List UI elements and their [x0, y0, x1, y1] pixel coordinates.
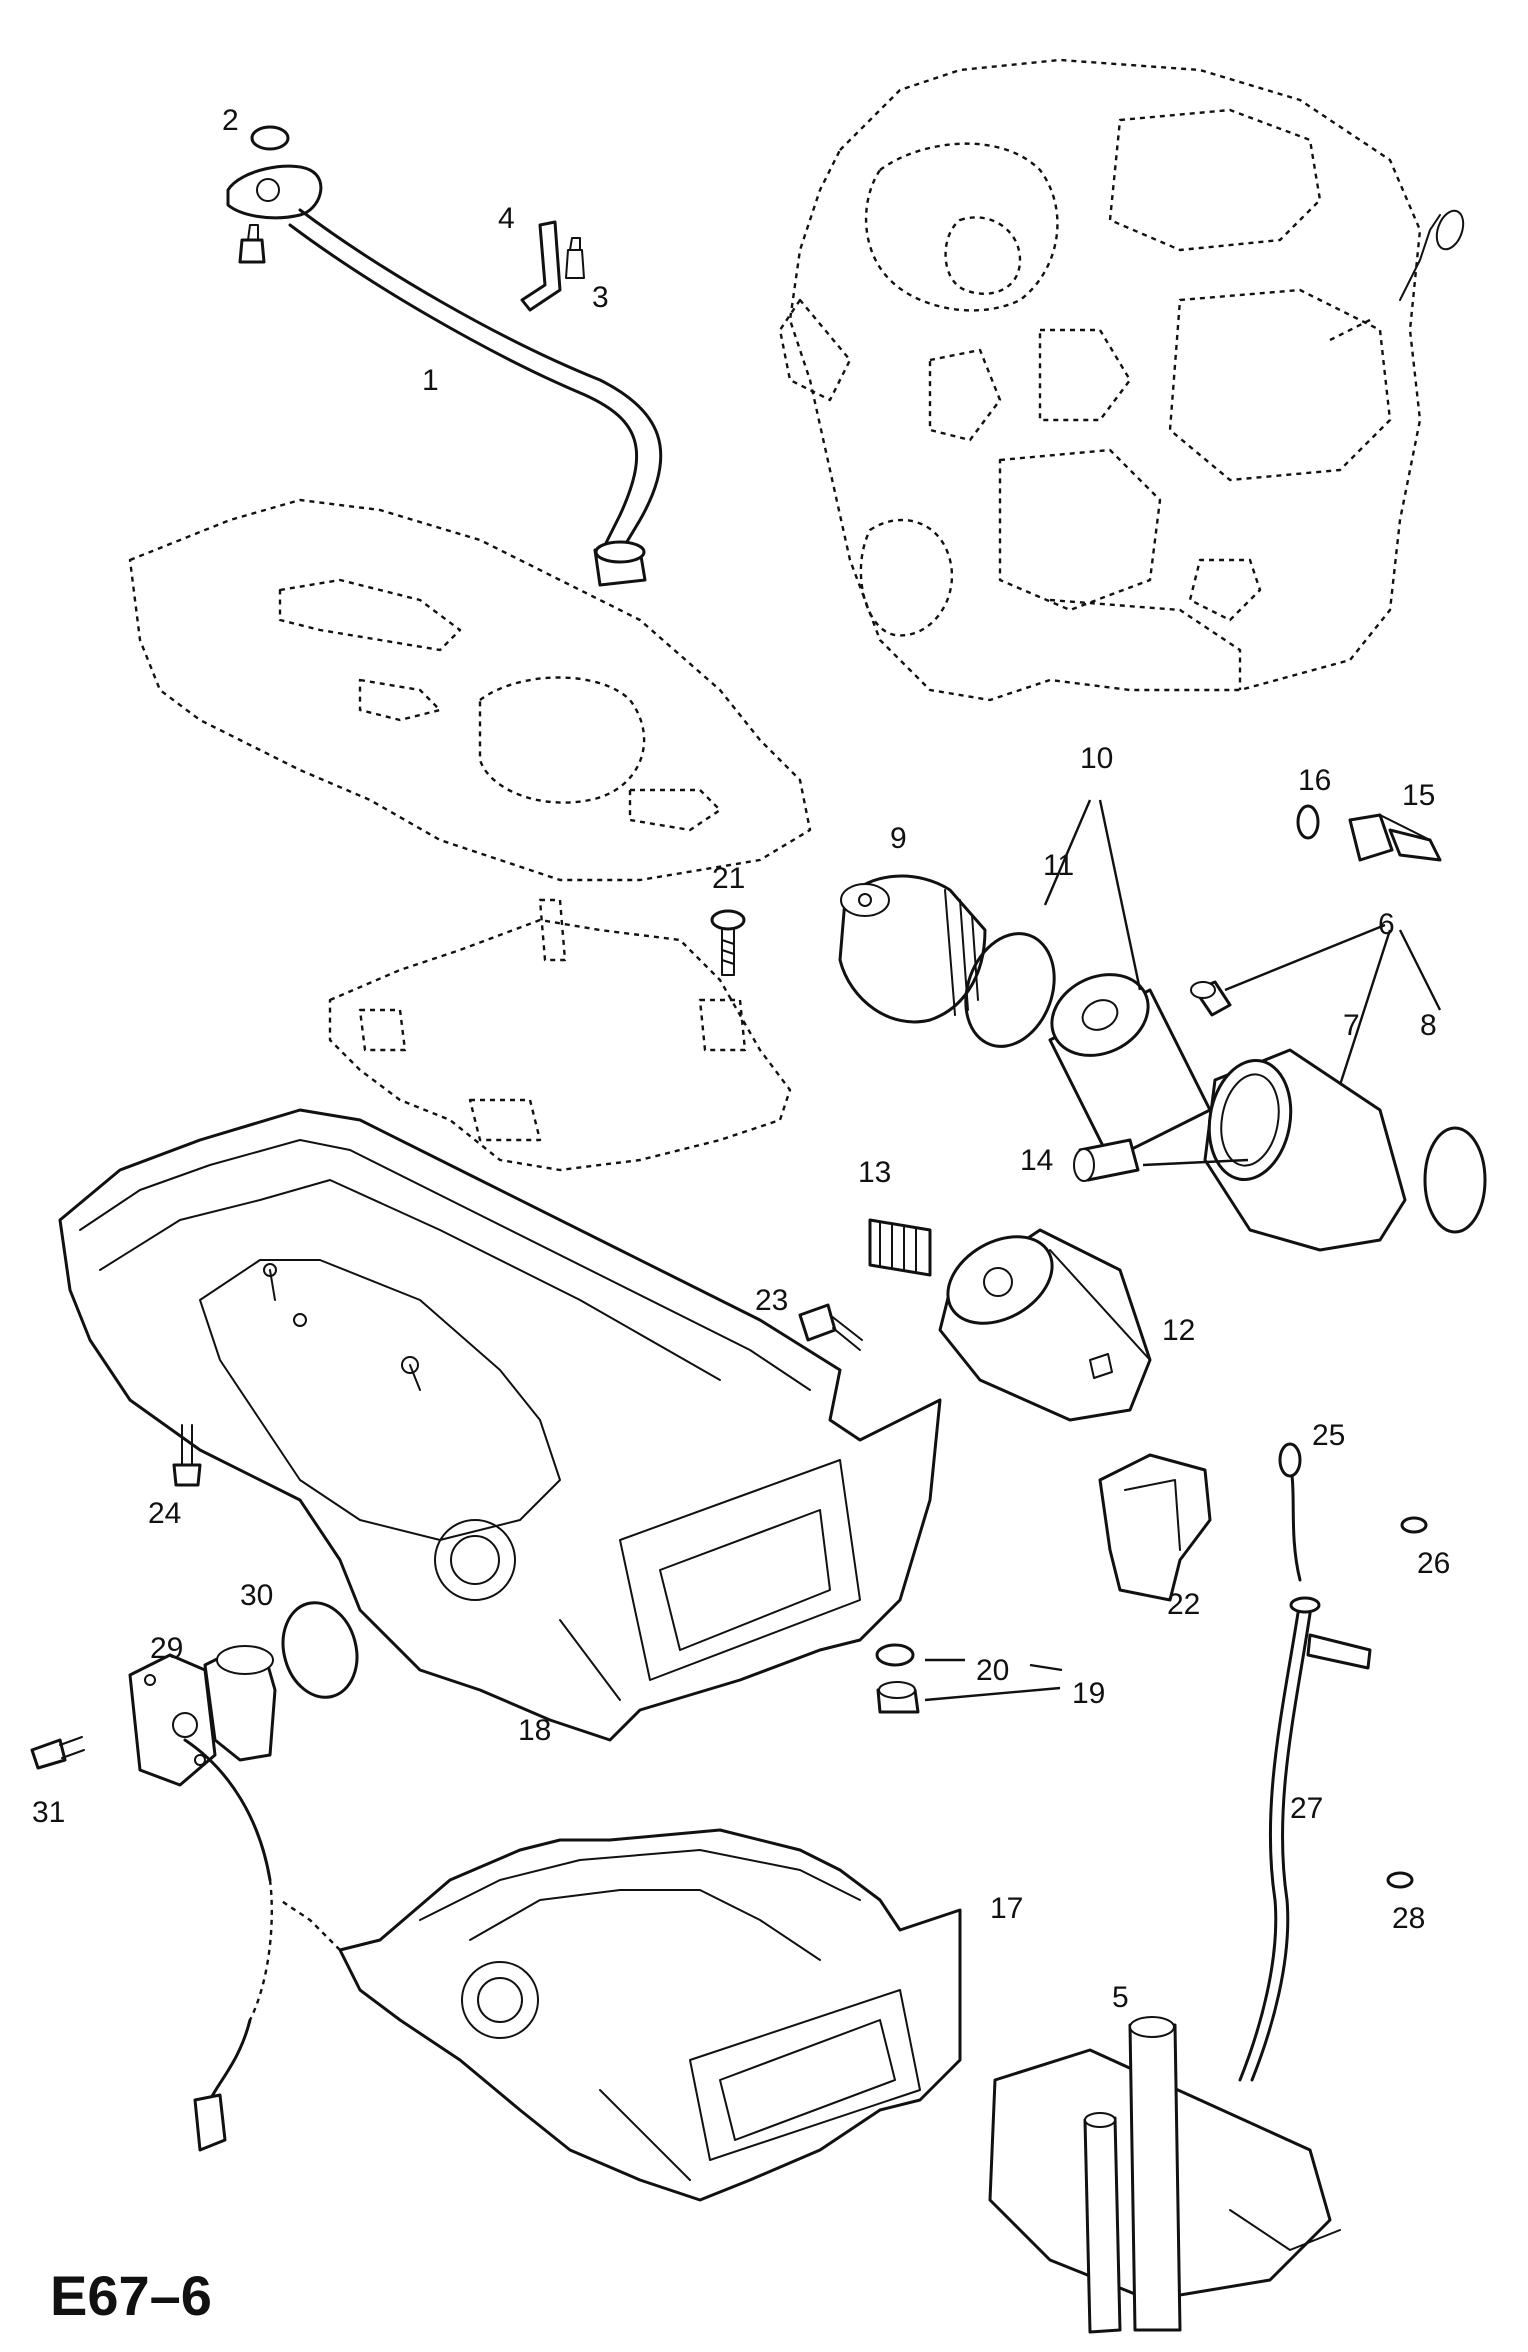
clip-part-22: [1098, 1453, 1212, 1602]
filter-cap-part-9: [838, 874, 987, 1024]
baffle-plate: [128, 498, 812, 882]
washer-part-28: [1386, 1871, 1414, 1889]
bolt-part-23: [798, 1303, 863, 1351]
callout-30: 30: [240, 1579, 273, 1612]
callout-25: 25: [1312, 1419, 1345, 1452]
callout-28: 28: [1392, 1902, 1425, 1935]
callout-8: 8: [1420, 1009, 1437, 1042]
callout-15: 15: [1402, 779, 1435, 812]
callout-20: 20: [976, 1654, 1009, 1687]
callout-9: 9: [890, 822, 907, 855]
windage-tray: [328, 898, 792, 1172]
bolt-part-24: [172, 1424, 202, 1487]
callout-16: 16: [1298, 764, 1331, 797]
callout-7: 7: [1343, 1009, 1360, 1042]
callout-13: 13: [858, 1156, 891, 1189]
callout-5: 5: [1112, 1981, 1129, 2014]
dipstick-tube-part-27: [1238, 1596, 1372, 2082]
washer-part-26: [1400, 1516, 1428, 1534]
callout-11: 11: [1043, 849, 1074, 882]
filter-element-part-10: [1048, 973, 1212, 1162]
callout-6: 6: [1378, 908, 1395, 941]
callout-22: 22: [1167, 1588, 1200, 1621]
oil-pan-lower: [279, 1828, 962, 2202]
gasket-part-30: [281, 1601, 359, 1699]
callout-26: 26: [1417, 1547, 1450, 1580]
bolt-part-21: [710, 909, 746, 976]
callout-31: 31: [32, 1796, 65, 1829]
callout-23: 23: [755, 1284, 788, 1317]
leader-lines: [924, 799, 1442, 1702]
sealant-kit-part-5: [988, 2016, 1341, 2334]
oil-filter-part-12: [938, 1228, 1152, 1422]
callout-labels: 1 2 3 4 5 6 7 8 9 10 11 12 13 14 15 16 1…: [32, 104, 1450, 2014]
callout-2: 2: [222, 104, 239, 137]
callout-19: 19: [1072, 1677, 1105, 1710]
callout-24: 24: [148, 1497, 181, 1530]
bolt-part-31: [30, 1736, 85, 1770]
oil-pan-upper: [58, 1108, 942, 1742]
callout-29: 29: [150, 1632, 183, 1665]
valve-part-6: [1190, 980, 1232, 1017]
oil-level-sensor: [128, 1645, 277, 2152]
callout-1: 1: [422, 364, 439, 397]
callout-14: 14: [1020, 1144, 1053, 1177]
callout-3: 3: [592, 281, 609, 314]
filter-housing-part-7: [1203, 1048, 1407, 1252]
spring-part-13: [868, 1218, 932, 1277]
callout-27: 27: [1290, 1792, 1323, 1825]
oil-pressure-switch-part-15: [1348, 813, 1442, 862]
callout-12: 12: [1162, 1314, 1195, 1347]
bracket-part-4: [520, 220, 585, 312]
washer-part-20: [875, 1643, 915, 1667]
o-ring-part-2: [250, 125, 290, 151]
callout-10: 10: [1080, 742, 1113, 775]
bolt-flange: [238, 224, 266, 264]
washer-part-16: [1296, 804, 1320, 840]
callout-4: 4: [498, 202, 515, 235]
callout-18: 18: [518, 1714, 551, 1747]
o-ring-part-8: [1423, 1126, 1487, 1234]
o-ring-part-11: [964, 932, 1056, 1048]
drain-plug-part-19: [876, 1681, 920, 1714]
figure-reference: E67–6: [50, 2264, 212, 2327]
dipstick-part-25: [1278, 1442, 1302, 1582]
plug-part-14: [1073, 1138, 1140, 1182]
callout-21: 21: [712, 862, 745, 895]
oil-pickup-pipe: [226, 164, 663, 587]
callout-17: 17: [990, 1892, 1023, 1925]
engine-outline: [778, 58, 1465, 702]
